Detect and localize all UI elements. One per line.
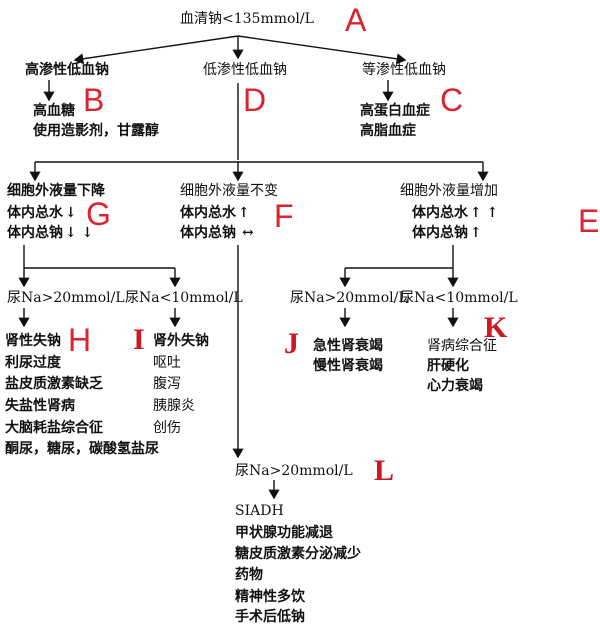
list-item: 大脑耗盐综合征	[5, 420, 103, 436]
label-b: B	[83, 82, 105, 118]
hyperosmolar-title: 高渗性低血钠	[25, 62, 109, 78]
list-item: 肝硬化	[427, 358, 469, 374]
total-water: 体内总水	[180, 205, 236, 221]
arrow-both-icon: ↔	[242, 225, 254, 241]
criterion-right-high: 尿Na>20mmol/L	[290, 290, 408, 306]
root-node: 血清钠<135mmol/L	[180, 11, 314, 27]
list-item: 慢性肾衰竭	[313, 358, 383, 374]
list-item: 腹泻	[153, 376, 181, 392]
list-item: 呕吐	[153, 355, 181, 371]
list-item: 高血糖	[33, 103, 75, 119]
ecf-unchanged-title: 细胞外液量不变	[180, 183, 278, 199]
list-item: 肾病综合征	[427, 338, 497, 354]
label-f: F	[274, 198, 294, 234]
criterion-right-low: 尿Na<10mmol/L	[400, 290, 518, 306]
list-item: 急性肾衰竭	[313, 338, 383, 354]
criterion-middle: 尿Na>20mmol/L	[235, 463, 353, 479]
list-item: 手术后低钠	[235, 609, 305, 624]
list-item: 肾外失钠	[153, 333, 209, 349]
label-g: G	[86, 196, 111, 232]
arrow-up-icon: ↑ ↑	[470, 205, 499, 221]
list-item: 药物	[235, 567, 263, 583]
isoosmolar-title: 等渗性低血钠	[362, 62, 446, 78]
label-d: D	[243, 82, 267, 118]
ecf-increased-title: 细胞外液量增加	[400, 183, 498, 199]
arrow-up-icon: ↑	[470, 225, 482, 241]
label-l: L	[374, 454, 395, 487]
label-a: A	[345, 2, 367, 38]
list-item: 甲状腺功能减退	[235, 525, 333, 541]
total-water: 体内总水	[412, 205, 468, 221]
list-item: 使用造影剂，甘露醇	[33, 123, 159, 139]
list-item: 创伤	[153, 420, 181, 436]
list-item: SIADH	[235, 503, 284, 519]
arrow-down-icon: ↓	[65, 205, 77, 221]
list-item: 高蛋白血症	[360, 103, 430, 119]
label-h: H	[68, 322, 92, 358]
label-c: C	[440, 82, 464, 118]
list-item: 肾性失钠	[5, 333, 61, 349]
label-k: K	[484, 311, 508, 344]
label-j: J	[284, 327, 299, 360]
arrow-up-icon: ↑	[238, 205, 250, 221]
total-sodium: 体内总钠	[180, 225, 236, 241]
list-item: 心力衰竭	[427, 378, 483, 394]
total-water: 体内总水	[7, 205, 63, 221]
list-item: 利尿过度	[5, 355, 61, 371]
total-sodium: 体内总钠	[7, 225, 63, 241]
total-sodium: 体内总钠	[412, 225, 468, 241]
list-item: 失盐性肾病	[5, 398, 75, 414]
criterion-left-low: 尿Na<10mmol/L	[125, 290, 243, 306]
list-item: 糖皮质激素分泌减少	[235, 546, 361, 562]
label-i: I	[133, 323, 145, 356]
list-item: 胰腺炎	[153, 398, 195, 414]
list-item: 高脂血症	[360, 123, 416, 139]
list-item: 盐皮质激素缺乏	[5, 376, 103, 392]
arrow-down-icon: ↓ ↓	[65, 225, 94, 241]
criterion-left-high: 尿Na>20mmol/L	[7, 290, 125, 306]
label-e: E	[578, 203, 600, 239]
hypoosmolar-title: 低渗性低血钠	[203, 62, 287, 78]
list-item: 酮尿，糖尿，碳酸氢盐尿	[5, 441, 159, 457]
ecf-decreased-title: 细胞外液量下降	[7, 183, 105, 199]
list-item: 精神性多饮	[235, 589, 305, 605]
